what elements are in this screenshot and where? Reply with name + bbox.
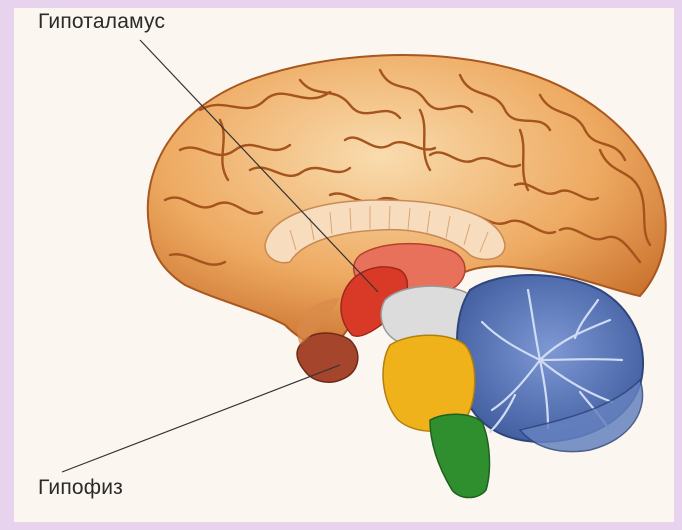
pituitary-gland [297,333,358,382]
hypothalamus-label: Гипоталамус [38,10,165,34]
pituitary-label: Гипофиз [38,476,123,500]
pituitary-leader-line [62,365,340,472]
medulla-oblongata [430,414,489,497]
